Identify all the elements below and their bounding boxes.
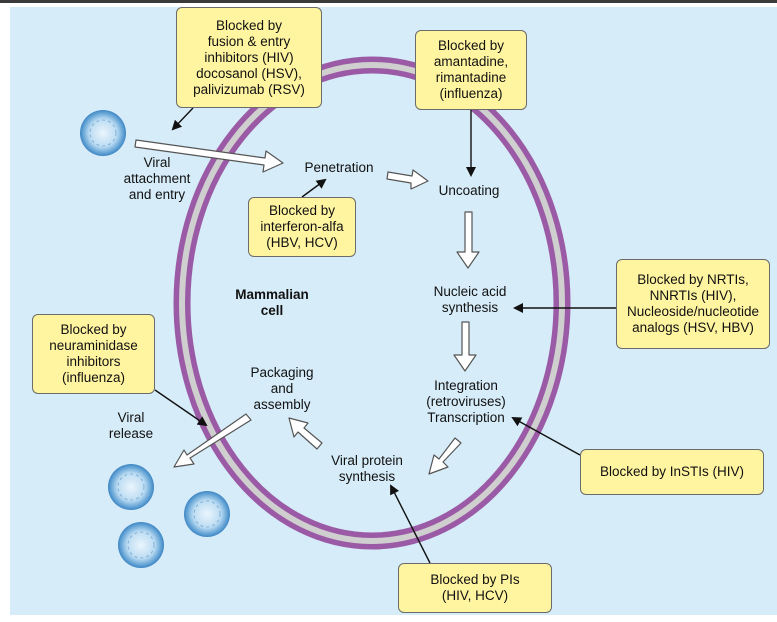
arrow-protein-to-packaging xyxy=(288,417,323,450)
arrow-nucleic-to-integration xyxy=(453,321,477,372)
label-uncoating: Uncoating xyxy=(438,183,500,198)
virion-released-2 xyxy=(184,491,230,537)
top-border xyxy=(0,0,777,3)
blocker-interferon: Blocked by interferon-alfa (HBV, HCV) xyxy=(248,197,356,257)
cell-membrane xyxy=(173,56,571,550)
pointer-pis xyxy=(390,484,431,564)
arrow-attachment-to-penetration xyxy=(134,139,284,173)
label-viral-protein-synthesis: Viral protein synthesis xyxy=(331,453,403,484)
pointer-interferon xyxy=(301,178,327,198)
label-viral-attachment: Viral attachment and entry xyxy=(123,155,191,202)
label-packaging-assembly: Packaging and assembly xyxy=(250,365,314,412)
label-integration-transcription: Integration (retroviruses) Transcription xyxy=(426,378,506,425)
pointer-instis xyxy=(511,417,581,456)
virion-attaching xyxy=(80,110,126,156)
label-viral-release: Viral release xyxy=(108,410,154,441)
blocker-amantadine: Blocked by amantadine, rimantadine (infl… xyxy=(415,30,527,110)
pointer-neuraminidase xyxy=(154,389,208,427)
arrow-integration-to-protein xyxy=(428,437,462,475)
blocker-neuraminidase: Blocked by neuraminidase inhibitors (inf… xyxy=(32,314,155,394)
blocker-pis: Blocked by PIs (HIV, HCV) xyxy=(398,563,552,613)
arrow-penetration-to-uncoating xyxy=(386,169,429,190)
pointer-fusion xyxy=(171,107,194,131)
virion-released-1 xyxy=(108,464,154,510)
blocker-instis: Blocked by InSTIs (HIV) xyxy=(580,449,764,495)
label-nucleic-acid-synthesis: Nucleic acid synthesis xyxy=(433,284,507,315)
arrow-uncoating-to-nucleic xyxy=(456,211,480,269)
arrow-packaging-to-release xyxy=(173,413,252,468)
blocker-nrti: Blocked by NRTIs, NNRTIs (HIV), Nucleosi… xyxy=(616,259,770,349)
blocker-fusion-entry: Blocked by fusion & entry inhibitors (HI… xyxy=(176,7,322,108)
virion-released-3 xyxy=(118,522,164,568)
label-penetration: Penetration xyxy=(304,160,374,175)
label-mammalian-cell: Mammalian cell xyxy=(235,287,309,318)
